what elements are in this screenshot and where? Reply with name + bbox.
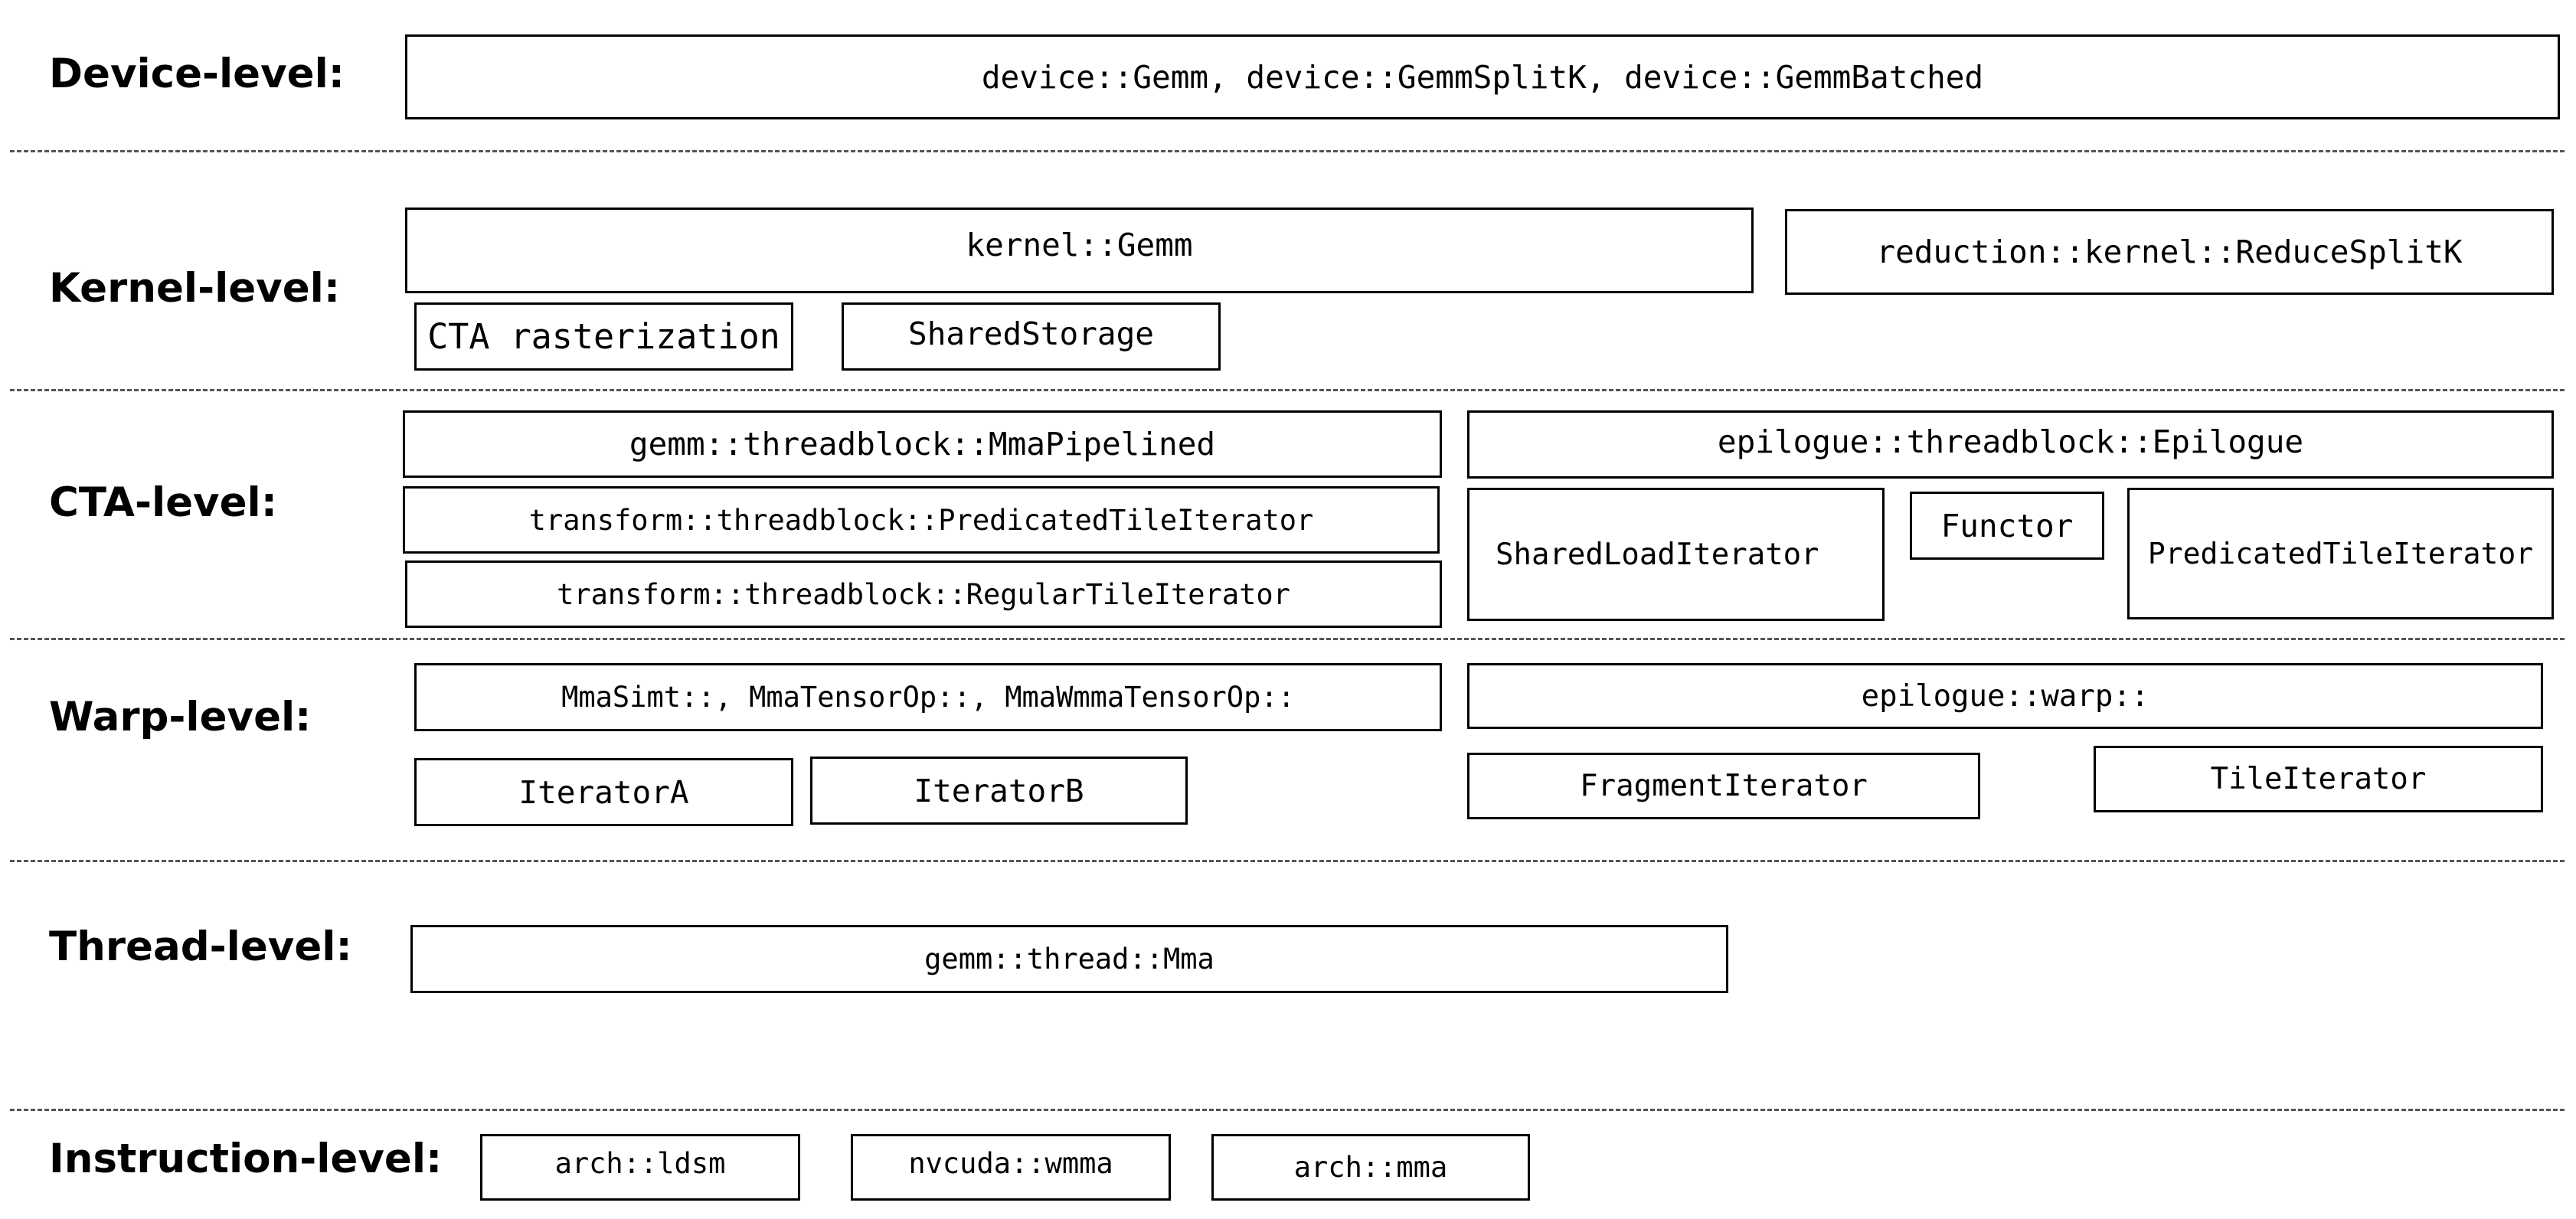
epilogue-warp-box: epilogue::warp:: [1467,663,2543,729]
separator-cta-warp [10,638,2565,640]
warp-level-label: Warp-level: [49,694,312,740]
cta-rasterization-box: CTA rasterization [414,302,793,371]
arch-mma-box: arch::mma [1211,1134,1530,1201]
kernel-level-label: Kernel-level: [49,265,341,312]
predicated-tile-iterator-a-box: transform::threadblock::PredicatedTileIt… [403,486,1440,554]
reduce-splitk-box: reduction::kernel::ReduceSplitK [1785,209,2554,295]
shared-load-iterator-box: SharedLoadIterator [1467,488,1885,621]
instruction-level-label: Instruction-level: [49,1136,443,1182]
thread-level-label: Thread-level: [49,923,352,970]
separator-kernel-cta [10,389,2565,391]
thread-mma-box: gemm::thread::Mma [410,925,1728,993]
cta-level-label: CTA-level: [49,479,277,526]
separator-warp-thread [10,860,2565,862]
mma-pipelined-box: gemm::threadblock::MmaPipelined [403,410,1442,478]
shared-storage-box: SharedStorage [842,302,1221,371]
fragment-iterator-box: FragmentIterator [1467,753,1980,819]
iterator-a-box: IteratorA [414,758,793,826]
functor-box: Functor [1910,492,2104,560]
arch-ldsm-box: arch::ldsm [480,1134,800,1201]
device-level-label: Device-level: [49,51,345,97]
iterator-b-box: IteratorB [810,757,1188,825]
device-gemm-box: device::Gemm, device::GemmSplitK, device… [405,34,2560,119]
nvcuda-wmma-box: nvcuda::wmma [851,1134,1171,1201]
tile-iterator-box: TileIterator [2094,746,2543,812]
predicated-tile-iterator-b-box: PredicatedTileIterator [2127,488,2554,619]
epilogue-box: epilogue::threadblock::Epilogue [1467,410,2554,479]
regular-tile-iterator-box: transform::threadblock::RegularTileItera… [405,560,1442,628]
kernel-gemm-box: kernel::Gemm [405,208,1754,293]
mma-simt-box: MmaSimt::, MmaTensorOp::, MmaWmmaTensorO… [414,663,1442,731]
separator-device-kernel [10,150,2565,152]
separator-thread-instruction [10,1109,2565,1111]
